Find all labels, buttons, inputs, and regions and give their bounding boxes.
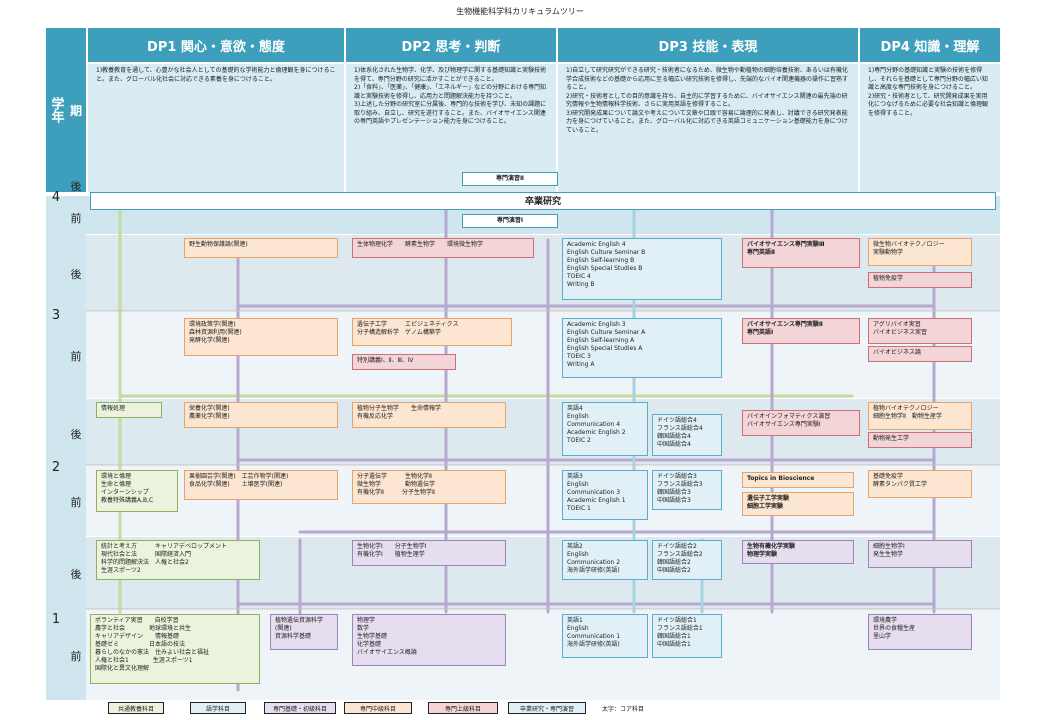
term-4-late: 後 xyxy=(70,180,82,193)
course-y2late-dp3-second-lang: ドイツ語総合4 フランス語総合4 韓国語総合4 中国語総合4 xyxy=(652,414,722,456)
dp3-header: DP3 技能・表現 xyxy=(558,28,858,62)
course-y2early-dp1: 果樹園芸学(関連) 工芸作物学(関連) 食品化学(関連) 土壌医学(関連) xyxy=(184,470,338,500)
course-y3late-dp4-b: 植物免疫学 xyxy=(868,272,972,288)
course-y3early-dp2-a: 遺伝子工学 エピジェネティクス 分子構造解析学 ゲノム構築学 xyxy=(352,318,512,346)
course-y2early-dp3-exp: 遺伝子工学実験 細胞工学実験 xyxy=(742,492,854,516)
course-y1late-dp4: 細胞生物学Ⅰ 発生生物学 xyxy=(868,540,972,568)
course-y3late-dp2: 生体物理化学 酵素生物学 環境微生物学 xyxy=(352,238,534,258)
grade-header: 学年 xyxy=(46,28,66,192)
term-2-late: 後 xyxy=(70,428,82,441)
dp4-description: 1)専門分野の基礎知識と実験の技術を修得し、それらを基礎として専門分野の幅広い知… xyxy=(860,64,1000,192)
course-y2late-dp4-a: 植物バイオテクノロジー 細胞生物学Ⅱ 動物生産学 xyxy=(868,402,972,430)
dp2-description: 1)体系化された生物学、化学、及び物理学に関する基礎知識と実験技術を得て、専門分… xyxy=(346,64,556,192)
course-y2late-dp1: 栄養化学(関連) 農薬化学(関連) xyxy=(184,402,338,428)
legend-language: 語学科目 xyxy=(190,702,246,714)
course-y1early-dp1: 植物遺伝資源科学 (関連) 資源科学基礎 xyxy=(270,614,338,650)
term-1-early: 前 xyxy=(70,650,82,663)
dp4-header: DP4 知識・理解 xyxy=(860,28,1000,62)
course-y1late-common: 統計と考え方 キャリアデベロップメント 現代社会と法 国際経済入門 科学的問題解… xyxy=(96,540,260,580)
course-y1late-dp2: 生物化学Ⅰ 分子生物学Ⅰ 有機化学Ⅰ 植物生理学 xyxy=(352,540,506,566)
course-y2early-dp2: 分子遺伝学 生物化学Ⅱ 微生物学 動物遺伝学 有機化学Ⅱ 分子生物学Ⅱ xyxy=(352,470,506,504)
term-3-early: 前 xyxy=(70,350,82,363)
term-header: 期 xyxy=(66,28,86,192)
course-y3late-dp3-lang: Academic English 4 English Culture Semin… xyxy=(562,238,722,300)
year-3: 3 xyxy=(51,308,61,323)
course-y2early-dp3-second-lang: ドイツ語総合3 フランス語総合3 韓国語総合3 中国語総合3 xyxy=(652,470,722,510)
course-y1early-dp2: 物理学 数学 生物学基礎 化学基礎 バイオサイエンス概論 xyxy=(352,614,506,666)
term-1-late: 後 xyxy=(70,568,82,581)
course-y2early-common: 環境と倫理 生命と倫理 インターンシップ 教養特殊講義A,B,C xyxy=(96,470,178,512)
course-y2late-common: 情報処理 xyxy=(96,402,162,418)
course-y3early-dp2-b: 特別講義Ⅰ、Ⅱ、Ⅲ、Ⅳ xyxy=(352,354,456,370)
grade-header-label: 学年 xyxy=(48,97,64,123)
left-axis xyxy=(46,196,86,700)
course-y1early-dp3-second-lang: ドイツ語総合1 フランス語総合1 韓国語総合1 中国語総合1 xyxy=(652,614,722,658)
year-4: 4 xyxy=(51,190,61,205)
legend-common: 共通教養科目 xyxy=(108,702,164,714)
course-y1early-dp4: 環境農学 世界の食糧生産 里山学 xyxy=(868,614,972,650)
legend-advanced: 専門上級科目 xyxy=(428,702,498,714)
course-y2early-dp4: 基礎免疫学 酵素タンパク質工学 xyxy=(868,470,972,498)
legend-intermediate: 専門中級科目 xyxy=(344,702,412,714)
course-y3early-dp4-a: アグリバイオ実習 バイオビジネス実習 xyxy=(868,318,972,344)
dp1-description: 1)教養教育を通して、心豊かな社会人としての基礎的な学術能力と倫理観を身につける… xyxy=(88,64,344,192)
course-y2early-dp3-topics: Topics in Bioscience xyxy=(742,472,854,488)
course-y2late-dp3-english: 英語4 English Communication 4 Academic Eng… xyxy=(562,402,648,456)
course-y3early-dp4-b: バイオビジネス論 xyxy=(868,346,972,362)
course-y3early-dp3-exp: バイオサイエンス専門実験Ⅱ 専門英語Ⅰ xyxy=(742,318,860,344)
course-y1late-dp3-second-lang: ドイツ語総合2 フランス語総合2 韓国語総合2 中国語総合2 xyxy=(652,540,722,580)
course-y1late-dp3-english: 英語2 English Communication 2 海外語学研修(英語) xyxy=(562,540,648,580)
year-2: 2 xyxy=(51,460,61,475)
page-title: 生物機能科学科カリキュラムツリー xyxy=(456,7,584,16)
course-graduation-research: 卒業研究 xyxy=(90,192,996,210)
course-y3late-dp4-a: 微生物バイオテクノロジー 実験動物学 xyxy=(868,238,972,266)
course-y2late-dp3-exp: バイオインフォマティクス演習 バイオサイエンス専門実験Ⅰ xyxy=(742,410,860,436)
term-3-late: 後 xyxy=(70,268,82,281)
course-y2late-dp2: 植物分子生物学 生命情報学 有機反応化学 xyxy=(352,402,506,428)
course-y3late-dp3-exp: バイオサイエンス専門実験Ⅲ 専門英語Ⅱ xyxy=(742,238,860,268)
course-y1early-dp3-english: 英語1 English Communication 1 海外語学研修(英語) xyxy=(562,614,648,658)
course-y1late-dp3-exp: 生物有機化学実験 物理学実験 xyxy=(742,540,854,564)
course-y2early-dp3-english: 英語3 English Communication 3 Academic Eng… xyxy=(562,470,648,520)
term-2-early: 前 xyxy=(70,496,82,509)
course-y1early-common: ボランティア実習 自校学習 農学と社会 地球環境と共生 キャリアデザイン 情報基… xyxy=(90,614,260,684)
dp2-header: DP2 思考・判断 xyxy=(346,28,556,62)
course-y3late-dp1: 野生動物保護論(関連) xyxy=(184,238,338,258)
legend-basic: 専門基礎・初級科目 xyxy=(264,702,336,714)
course-seminar-1: 専門演習Ⅰ xyxy=(462,214,558,228)
course-y3early-dp3-lang: Academic English 3 English Culture Semin… xyxy=(562,318,722,378)
course-y2late-dp4-b: 動物発生工学 xyxy=(868,432,972,448)
legend-note: 太字：コア科目 xyxy=(602,706,645,713)
legend-graduation: 卒業研究・専門演習 xyxy=(508,702,586,714)
course-seminar-2: 専門演習Ⅱ xyxy=(462,172,558,186)
dp1-header: DP1 関心・意欲・態度 xyxy=(88,28,344,62)
dp3-description: 1)自立して研究研究ができる研究・技術者になるため、微生物や動植物の細胞培養技術… xyxy=(558,64,858,192)
term-header-label: 期 xyxy=(69,103,82,118)
term-4-early: 前 xyxy=(70,212,82,225)
course-y3early-dp1: 環境政策学(関連) 森林資源利用(関連) 発酵化学(関連) xyxy=(184,318,338,356)
year-1: 1 xyxy=(51,612,61,627)
